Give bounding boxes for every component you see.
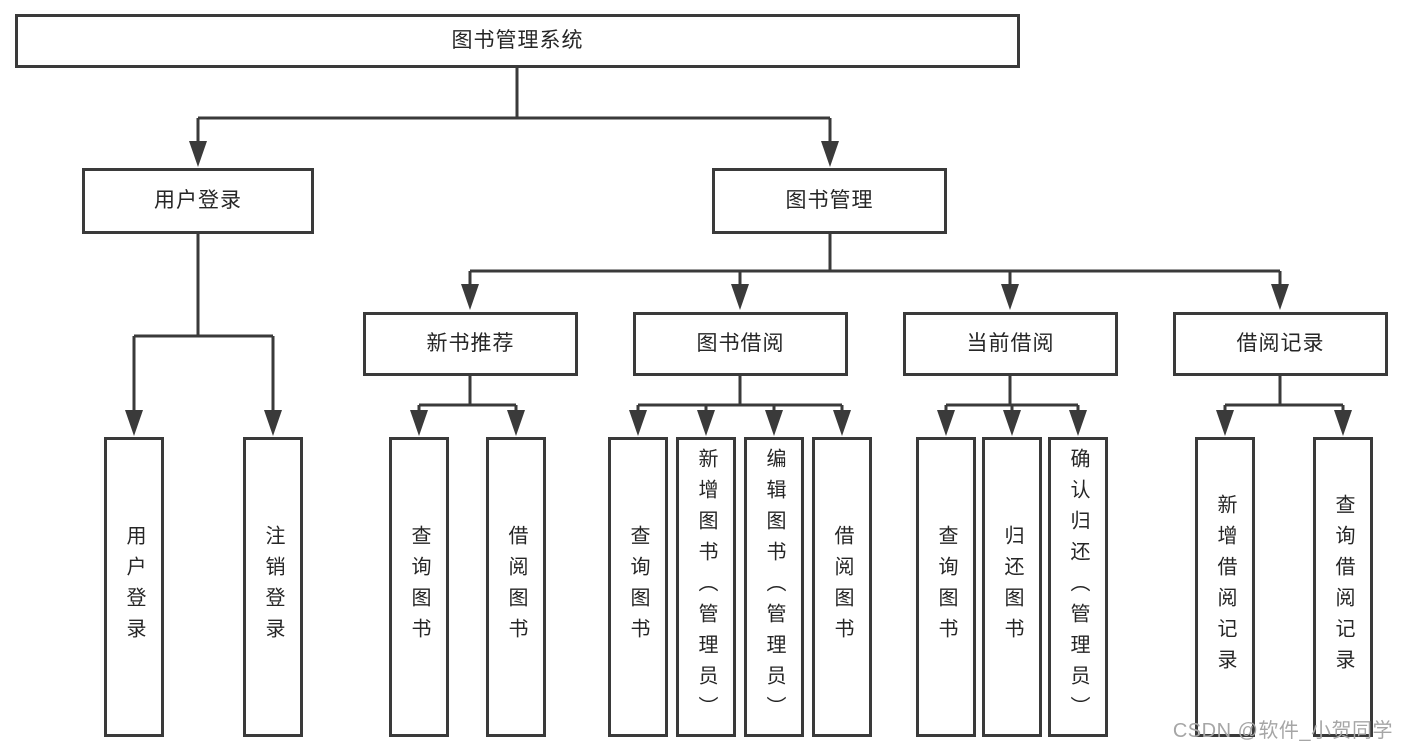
arrowhead <box>1069 410 1087 436</box>
leaf-newbook-query-books: 查询图书 <box>389 437 449 737</box>
arrowhead <box>765 410 783 436</box>
arrowhead <box>833 410 851 436</box>
node-borrow-records: 借阅记录 <box>1173 312 1388 376</box>
arrowhead <box>1001 284 1019 310</box>
leaf-borrow-add-books-admin: 新增图书（管理员） <box>676 437 736 737</box>
arrowhead <box>1334 410 1352 436</box>
connector-user-login-children <box>125 234 282 436</box>
connector-book-management-children <box>461 234 1289 310</box>
leaf-current-confirm-return-admin: 确认归还（管理员） <box>1048 437 1108 737</box>
csdn-watermark: CSDN @软件_小贺同学 <box>1172 720 1393 742</box>
node-library-system: 图书管理系统 <box>15 14 1020 68</box>
connector-new-book-children <box>410 376 525 436</box>
arrowhead <box>461 284 479 310</box>
leaf-borrow-edit-books-admin: 编辑图书（管理员） <box>744 437 804 737</box>
node-user-login: 用户登录 <box>82 168 314 234</box>
arrowhead <box>189 141 207 167</box>
arrowhead <box>1271 284 1289 310</box>
leaf-records-add-record: 新增借阅记录 <box>1195 437 1255 737</box>
leaf-current-query-books: 查询图书 <box>916 437 976 737</box>
connector-book-borrow-children <box>629 376 851 436</box>
connector-borrow-records-children <box>1216 376 1352 436</box>
leaf-records-query-record: 查询借阅记录 <box>1313 437 1373 737</box>
node-book-borrow: 图书借阅 <box>633 312 848 376</box>
arrowhead <box>1216 410 1234 436</box>
node-current-borrow: 当前借阅 <box>903 312 1118 376</box>
leaf-newbook-borrow-books: 借阅图书 <box>486 437 546 737</box>
node-book-management: 图书管理 <box>712 168 947 234</box>
arrowhead <box>1003 410 1021 436</box>
connector-root-to-level2 <box>189 68 839 167</box>
arrowhead <box>697 410 715 436</box>
arrowhead <box>125 410 143 436</box>
leaf-logout: 注销登录 <box>243 437 303 737</box>
arrowhead <box>937 410 955 436</box>
leaf-user-login: 用户登录 <box>104 437 164 737</box>
connector-current-borrow-children <box>937 376 1087 436</box>
arrowhead <box>410 410 428 436</box>
leaf-borrow-query-books: 查询图书 <box>608 437 668 737</box>
node-new-book-recommend: 新书推荐 <box>363 312 578 376</box>
arrowhead <box>731 284 749 310</box>
arrowhead <box>264 410 282 436</box>
leaf-current-return-books: 归还图书 <box>982 437 1042 737</box>
arrowhead <box>821 141 839 167</box>
leaf-borrow-borrow-books: 借阅图书 <box>812 437 872 737</box>
arrowhead <box>507 410 525 436</box>
arrowhead <box>629 410 647 436</box>
